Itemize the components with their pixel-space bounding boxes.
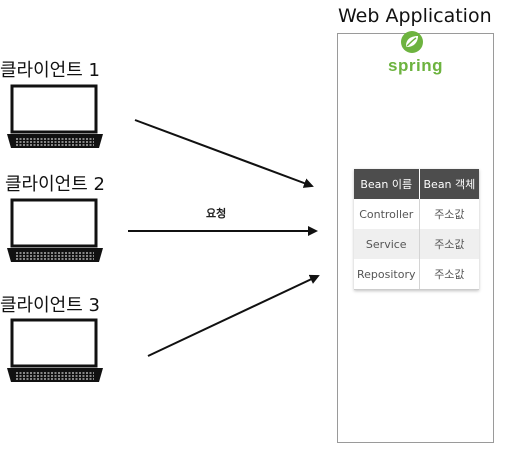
arrow-client-1 [134, 119, 314, 188]
spring-logo-text: spring [388, 56, 443, 75]
app-title: Web Application [338, 5, 492, 27]
bean-object-header: Bean 객체 [419, 169, 480, 199]
request-label: 요청 [206, 207, 227, 220]
bean-table-header: Bean 이름 Bean 객체 [354, 169, 480, 199]
laptop-icon [7, 84, 103, 148]
bean-name-cell: Controller [354, 199, 420, 229]
bean-name-cell: Repository [354, 259, 420, 290]
table-row: Controller 주소값 [354, 199, 480, 229]
spring-leaf-icon [401, 31, 423, 53]
bean-table: Bean 이름 Bean 객체 Controller 주소값 Service 주… [354, 169, 480, 290]
bean-object-cell: 주소값 [419, 199, 480, 229]
client-1-label: 클라이언트 1 [0, 60, 100, 81]
arrow-client-3 [147, 274, 320, 357]
laptop-icon [7, 318, 103, 382]
bean-name-header: Bean 이름 [354, 169, 420, 199]
bean-object-cell: 주소값 [419, 229, 480, 259]
client-3-label: 클라이언트 3 [0, 295, 100, 316]
table-row: Repository 주소값 [354, 259, 480, 290]
spring-logo: spring [337, 0, 494, 80]
table-row: Service 주소값 [354, 229, 480, 259]
bean-object-cell: 주소값 [419, 259, 480, 290]
bean-name-cell: Service [354, 229, 420, 259]
client-2-label: 클라이언트 2 [5, 174, 105, 195]
laptop-icon [7, 198, 103, 262]
